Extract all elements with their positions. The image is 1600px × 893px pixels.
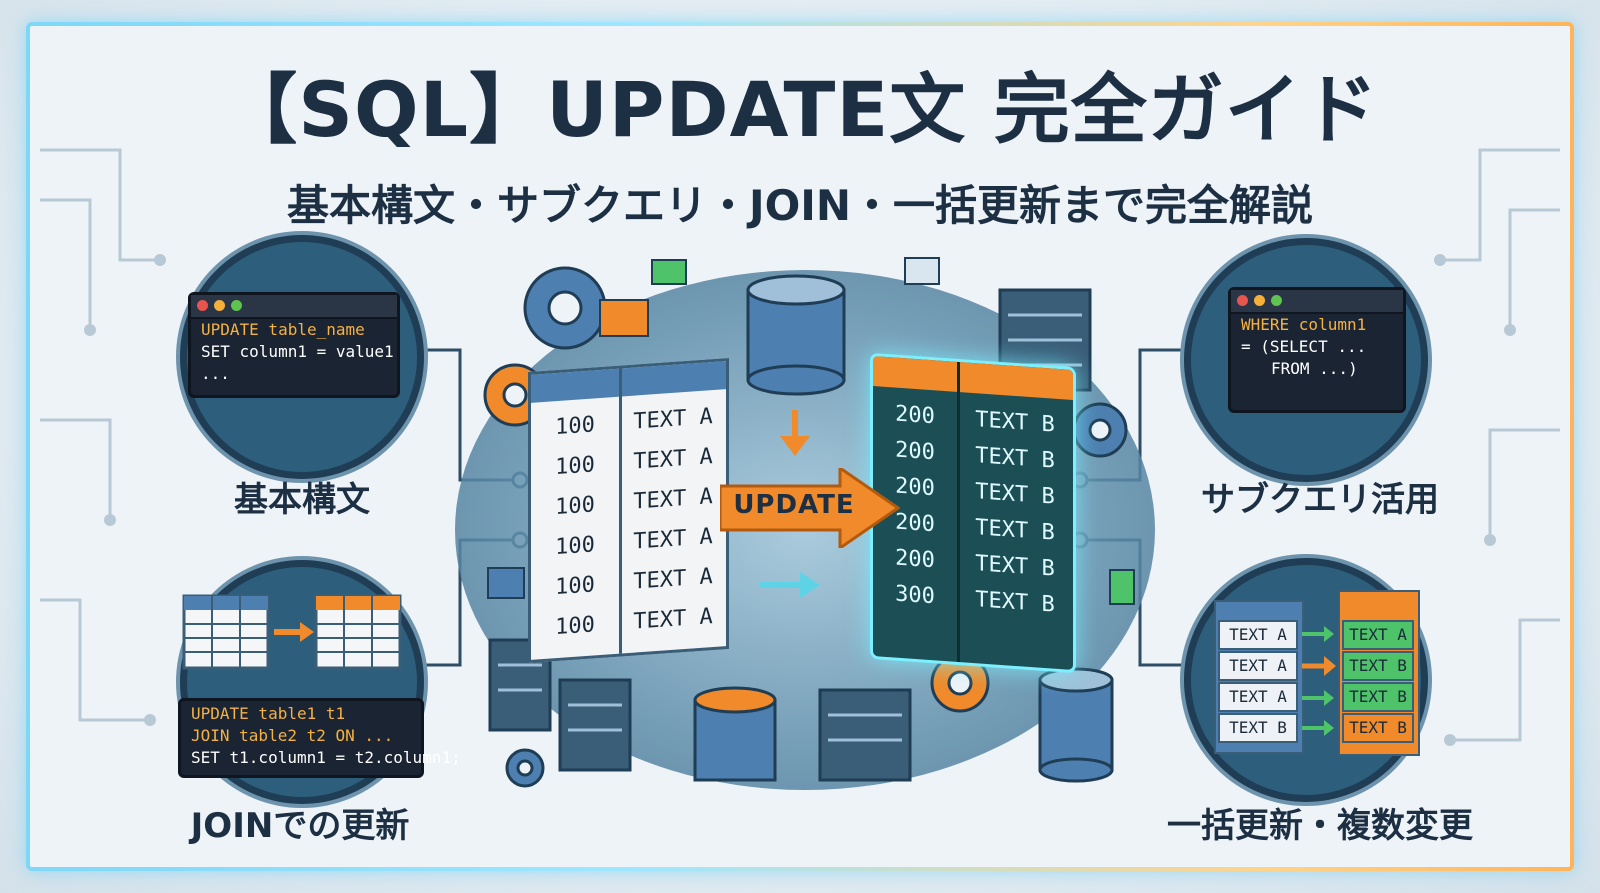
bulk-after-row: TEXT B: [1342, 682, 1414, 712]
old-table-divider: [619, 368, 622, 654]
bulk-after-row: TEXT A: [1342, 620, 1414, 650]
maximize-dot-icon: [1271, 295, 1282, 306]
window-titlebar: [1231, 290, 1403, 314]
close-dot-icon: [197, 300, 208, 311]
code-line: ...: [201, 364, 230, 383]
code-line: UPDATE table1 t1: [191, 704, 346, 723]
old-number-cell: 100: [555, 492, 595, 521]
old-number-cell: 100: [555, 532, 595, 561]
code-line: FROM ...): [1271, 359, 1358, 378]
old-number-cell: 100: [555, 612, 595, 641]
bulk-before-row: TEXT B: [1218, 713, 1298, 743]
new-text-cell: TEXT B: [975, 551, 1055, 582]
subquery-label: サブクエリ活用: [1201, 480, 1439, 520]
basic-syntax-code-window: UPDATE table_name SET column1 = value1 .…: [188, 292, 400, 398]
code-line: = (SELECT ...: [1241, 337, 1367, 356]
old-text-cell: TEXT A: [633, 444, 713, 475]
new-table-divider: [957, 361, 960, 663]
new-table: 200 200 200 200 200 300 TEXT B TEXT B TE…: [870, 352, 1076, 674]
old-number-cell: 100: [555, 452, 595, 481]
old-text-cell: TEXT A: [633, 524, 713, 555]
page-title: 【SQL】UPDATE文 完全ガイド: [221, 65, 1379, 154]
bulk-before-row: TEXT A: [1218, 682, 1298, 712]
new-number-cell: 300: [895, 581, 935, 610]
code-line: WHERE column1: [1241, 315, 1367, 334]
page-subtitle: 基本構文・サブクエリ・JOIN・一括更新まで完全解説: [286, 181, 1314, 230]
minimize-dot-icon: [214, 300, 225, 311]
update-arrow-label: UPDATE: [733, 490, 855, 520]
join-update-label: JOINでの更新: [190, 806, 410, 846]
bulk-arrows-icon: [1302, 626, 1336, 736]
old-number-cell: 100: [555, 572, 595, 601]
new-text-cell: TEXT B: [975, 587, 1055, 618]
new-number-cell: 200: [895, 437, 935, 466]
bulk-update-label: 一括更新・複数変更: [1167, 806, 1473, 846]
minimize-dot-icon: [1254, 295, 1265, 306]
bulk-before-row: TEXT A: [1218, 651, 1298, 681]
join-code-window: UPDATE table1 t1 JOIN table2 t2 ON ... S…: [178, 698, 461, 778]
code-line: SET column1 = value1: [201, 342, 394, 361]
old-text-cell: TEXT A: [633, 604, 713, 635]
close-dot-icon: [1237, 295, 1248, 306]
new-text-cell: TEXT B: [975, 443, 1055, 474]
basic-syntax-label: 基本構文: [234, 480, 370, 520]
new-text-cell: TEXT B: [975, 515, 1055, 546]
subquery-code-window: WHERE column1 = (SELECT ... FROM ...): [1228, 287, 1406, 413]
window-titlebar: [191, 295, 397, 319]
old-table: 100 100 100 100 100 100 TEXT A TEXT A TE…: [528, 357, 729, 664]
old-number-cell: 100: [555, 412, 595, 441]
new-text-cell: TEXT B: [975, 407, 1055, 438]
old-text-cell: TEXT A: [633, 484, 713, 515]
new-number-cell: 200: [895, 401, 935, 430]
bulk-after-row: TEXT B: [1342, 713, 1414, 743]
bulk-before-row: TEXT A: [1218, 620, 1298, 650]
bulk-after-row: TEXT B: [1342, 651, 1414, 681]
new-number-cell: 200: [895, 545, 935, 574]
join-tables-icon: [182, 594, 402, 670]
new-text-cell: TEXT B: [975, 479, 1055, 510]
maximize-dot-icon: [231, 300, 242, 311]
update-arrow-icon: [720, 468, 900, 548]
old-text-cell: TEXT A: [633, 564, 713, 595]
code-line: JOIN table2 t2 ON ...: [191, 726, 394, 745]
code-line: UPDATE table_name: [201, 320, 365, 339]
old-text-cell: TEXT A: [633, 404, 713, 435]
